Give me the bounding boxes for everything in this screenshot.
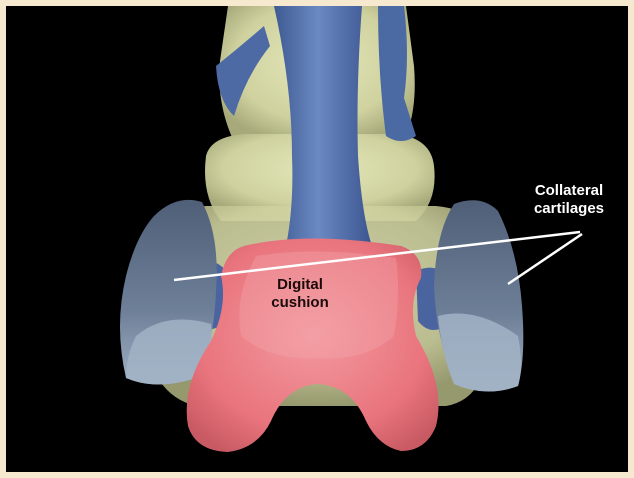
- digital-cushion-label-line2: cushion: [240, 294, 360, 312]
- collateral-cartilages-label-line2: cartilages: [506, 200, 628, 218]
- digital-cushion-label: Digital cushion: [240, 276, 360, 312]
- collateral-cartilages-label: Collateral cartilages: [506, 182, 628, 218]
- hoof-anatomy-illustration: [6, 6, 628, 472]
- collateral-cartilages-label-line1: Collateral: [506, 182, 628, 200]
- digital-cushion-label-line1: Digital: [240, 276, 360, 294]
- pointer-line-right: [508, 234, 582, 284]
- illustration-frame: Digital cushion Collateral cartilages: [6, 6, 628, 472]
